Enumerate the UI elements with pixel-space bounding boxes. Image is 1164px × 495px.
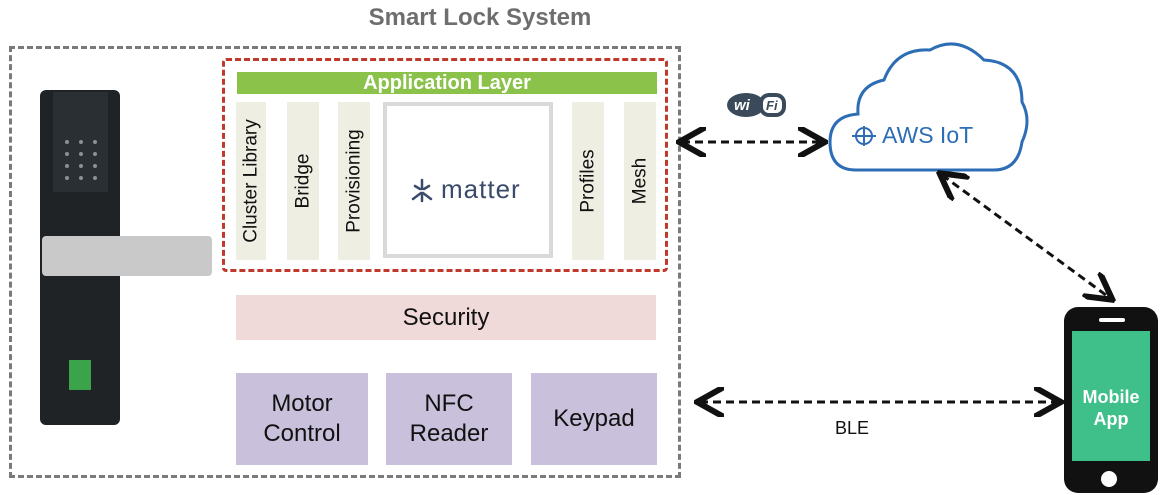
keypad-label: Keypad xyxy=(553,405,635,432)
nfc-reader-line2: Reader xyxy=(409,420,489,447)
phone-screen xyxy=(1072,331,1150,461)
nfc-reader-line1: NFC xyxy=(424,390,474,417)
diagram-title: Smart Lock System xyxy=(368,4,592,31)
system-boundary xyxy=(9,46,681,478)
column-profiles: Profiles xyxy=(572,102,604,260)
aws-iot-icon xyxy=(852,125,876,146)
keypad-dots xyxy=(65,140,97,180)
matter-logo-icon xyxy=(411,178,433,202)
motor-control-line2: Control xyxy=(263,420,341,447)
mobile-app-label: Mobile App xyxy=(1072,386,1150,430)
matter-label: matter xyxy=(441,174,521,204)
wifi-icon: wi Fi xyxy=(726,92,788,123)
phone-speaker xyxy=(1099,318,1125,322)
application-layer-bar: Application Layer xyxy=(237,72,657,94)
column-mesh: Mesh xyxy=(624,102,656,260)
security-block: Security xyxy=(236,295,656,340)
keypad-block: Keypad xyxy=(531,373,657,465)
aws-iot-label-group: AWS IoT xyxy=(850,122,973,149)
svg-text:Fi: Fi xyxy=(766,98,778,113)
cloud-icon xyxy=(828,42,1029,172)
matter-box: matter xyxy=(383,102,553,258)
cloud-phone-arrow xyxy=(942,175,1110,298)
mobile-app-line2: App xyxy=(1093,409,1129,429)
lock-handle xyxy=(42,236,212,276)
aws-cloud xyxy=(826,30,1036,185)
aws-iot-label: AWS IoT xyxy=(882,122,974,148)
column-provisioning: Provisioning xyxy=(338,102,370,260)
column-bridge: Bridge xyxy=(287,102,319,260)
application-layer-boundary xyxy=(222,58,668,272)
phone-home-button xyxy=(1101,471,1117,487)
svg-text:wi: wi xyxy=(734,97,751,114)
nfc-reader-block: NFC Reader xyxy=(386,373,512,465)
column-cluster-library: Cluster Library xyxy=(236,102,266,260)
motor-control-line1: Motor xyxy=(271,390,333,417)
ble-label: BLE xyxy=(835,418,870,438)
lock-keypad-panel xyxy=(53,92,108,192)
mobile-app-line1: Mobile xyxy=(1082,387,1140,407)
fingerprint-sensor xyxy=(69,360,91,390)
